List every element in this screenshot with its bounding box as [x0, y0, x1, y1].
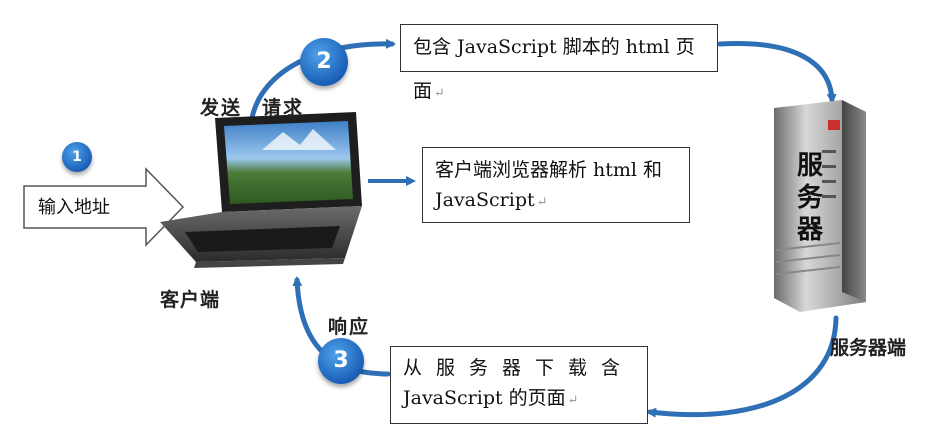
server-char: 务	[796, 183, 823, 213]
server-char: 器	[796, 215, 823, 245]
box-download-page-line1: 从服务器下载含	[403, 357, 635, 379]
box-html-page: 包含 JavaScript 脚本的 html 页面↵	[400, 24, 718, 102]
from-server-curve-arrow	[646, 315, 839, 418]
return-mark-icon: ↵	[434, 86, 445, 101]
request-curve-arrow	[249, 38, 396, 121]
box-browser-parse-line2: JavaScript	[435, 189, 535, 211]
box-browser-parse-line1: 客户端浏览器解析 html 和	[435, 159, 663, 181]
input-address-label: 输入地址	[38, 197, 110, 218]
send-label: 发送	[200, 97, 243, 119]
client-label: 客户端	[160, 289, 221, 311]
box-download-page: 从服务器下载含 JavaScript 的页面↵	[390, 346, 648, 424]
step-3-badge: 3	[318, 338, 364, 384]
request-label: 请求	[262, 97, 305, 119]
return-mark-icon: ↵	[536, 195, 548, 210]
laptop-icon	[160, 112, 362, 268]
server-text: 服 务 器	[790, 150, 830, 246]
server-side-label: 服务器端	[830, 337, 907, 359]
box-browser-parse: 客户端浏览器解析 html 和 JavaScript↵	[422, 147, 690, 223]
return-mark-icon: ↵	[567, 393, 579, 408]
server-char: 服	[796, 151, 823, 181]
step-2-badge: 2	[300, 38, 348, 86]
step-1-badge: 1	[62, 142, 92, 172]
response-label: 响应	[328, 316, 371, 338]
box-download-page-line2: JavaScript 的页面	[403, 387, 566, 409]
server-icon	[774, 100, 866, 312]
box-html-page-text: 包含 JavaScript 脚本的 html 页面	[413, 36, 695, 102]
to-server-curve-arrow	[717, 41, 837, 104]
